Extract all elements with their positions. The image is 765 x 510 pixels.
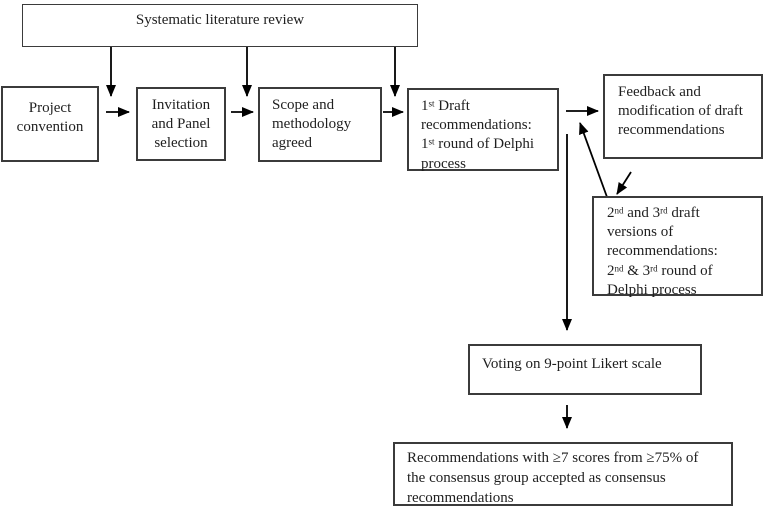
box-consensus-recommendations: Recommendations with ≥7 scores from ≥75%… (393, 442, 733, 506)
box-systematic-review: Systematic literature review (22, 4, 418, 47)
arrow-feedback-to-draft23 (616, 171, 632, 195)
box-voting-likert-scale: Voting on 9-point Likert scale (468, 344, 702, 395)
